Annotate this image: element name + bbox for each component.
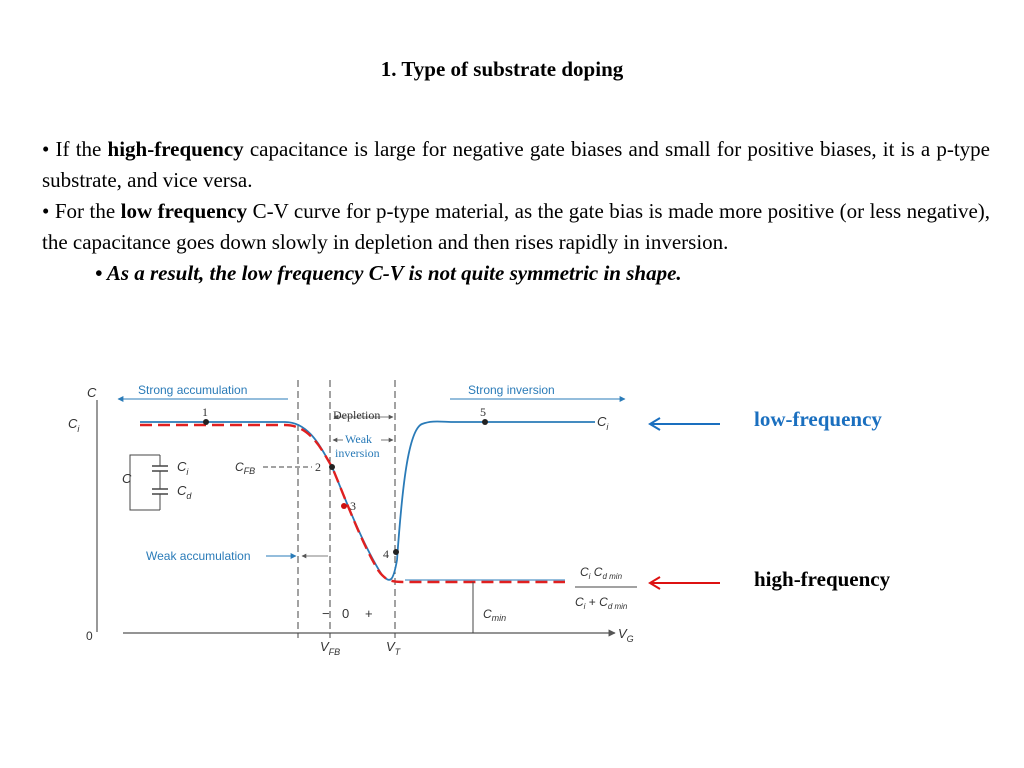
formula-numerator: Ci Cd min [580,565,623,581]
ci-right-label: Ci [597,414,609,432]
circuit-c-label: C [122,471,132,486]
bullet-emphasis: low frequency [120,199,248,223]
sign-zero: 0 [342,606,349,621]
weak-accumulation-label: Weak accumulation [146,549,251,563]
point-3-marker [341,503,347,509]
point-4-marker [393,549,399,555]
bullet-text: As a result, the low frequency C-V is no… [102,261,682,285]
bullet-text: C-V curve for p-type material, as the ga… [42,199,991,254]
bullet-text: For the [49,199,121,223]
circuit-ci-label: Ci [177,459,189,477]
vfb-label: VFB [320,639,340,657]
point-3-label: 3 [350,499,356,513]
formula-denominator: Ci + Cd min [575,595,628,611]
cfb-label: CFB [235,460,255,476]
cmin-label: Cmin [483,607,506,623]
point-2-marker [329,464,335,470]
strong-inversion-label: Strong inversion [468,383,555,397]
cv-curve-figure: C 0 VG Ci Strong accumulation Strong inv… [68,380,637,657]
point-2-label: 2 [315,460,321,474]
point-1-marker [203,419,209,425]
depletion-label: Depletion [333,408,380,422]
point-1-label: 1 [202,405,208,419]
slide-title: 1. Type of substrate doping [380,57,624,81]
high-frequency-arrowhead [648,576,661,590]
vt-label: VT [386,639,402,657]
bullet-marker: • [95,261,103,285]
weak-inversion-label-1: Weak [345,432,372,446]
origin-label: 0 [86,629,93,643]
bullet-marker: • [42,137,50,161]
bullet-list: • If the high-frequency capacitance is l… [42,134,990,289]
point-5-marker [482,419,488,425]
ci-left-label: Ci [68,416,80,434]
y-axis-label: C [87,385,97,400]
point-4-label: 4 [383,547,389,561]
bullet-text: If the [49,137,108,161]
sign-minus: − [322,606,330,621]
low-frequency-label: low-frequency [754,407,882,431]
sign-plus: + [365,606,373,621]
legend-arrows [648,417,720,590]
x-axis-label: VG [618,626,634,644]
circuit-cd-label: Cd [177,483,192,501]
point-5-label: 5 [480,405,486,419]
bullet-text: capacitance is large for negative gate b… [42,137,990,192]
low-frequency-arrowhead [648,417,661,431]
high-frequency-curve [140,423,565,584]
high-frequency-label: high-frequency [754,567,891,591]
bullet-1: • If the high-frequency capacitance is l… [42,134,990,196]
bullet-2: • For the low frequency C-V curve for p-… [42,196,990,258]
bullet-emphasis: high-frequency [107,137,244,161]
capacitor-circuit [129,454,168,511]
weak-inversion-label-2: inversion [335,446,380,460]
bullet-marker: • [42,199,50,223]
strong-accumulation-label: Strong accumulation [138,383,247,397]
bullet-3: • As a result, the low frequency C-V is … [42,258,990,289]
